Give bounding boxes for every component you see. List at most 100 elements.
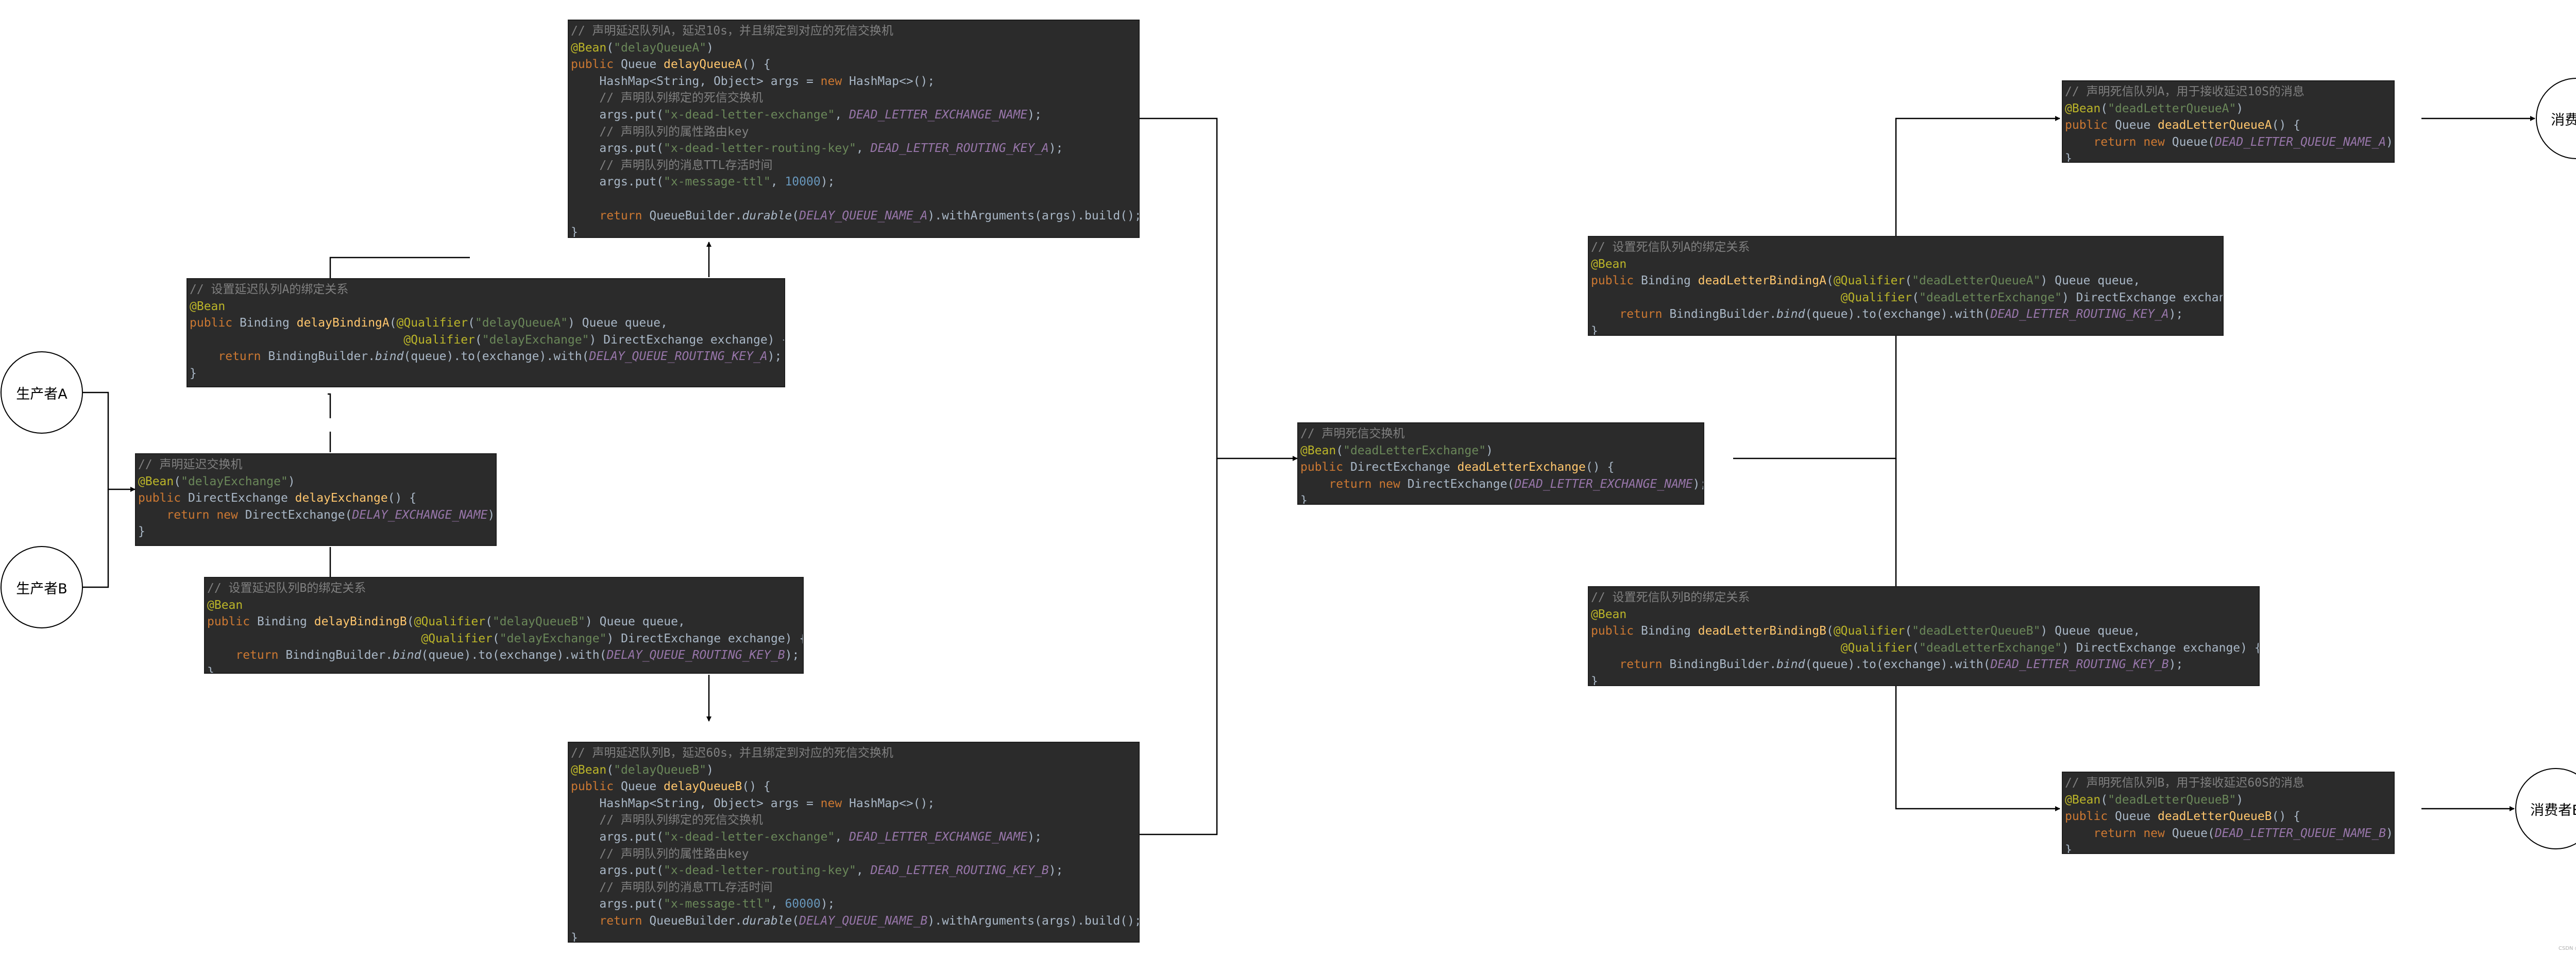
code-line: // 声明延迟队列B，延迟60s，并且绑定到对应的死信交换机: [571, 745, 1137, 762]
code-token: "delayQueueA": [614, 41, 707, 55]
code-token: // 声明队列的消息TTL存活时间: [571, 880, 773, 894]
code-token: HashMap<String, Object> args =: [571, 74, 821, 88]
code-token: "deadLetterQueueA": [1912, 274, 2041, 288]
code-token: ): [2236, 793, 2244, 807]
code-token: (queue).to(exchange).with(: [421, 648, 607, 662]
code-token: Binding: [257, 615, 314, 629]
code-token: @Bean: [571, 763, 607, 777]
code-token: public: [2065, 810, 2115, 824]
code-line: }: [571, 224, 1137, 237]
code-token: }: [1591, 324, 1598, 336]
code-token: // 声明延迟交换机: [138, 458, 243, 471]
code-token: "x-dead-letter-routing-key": [664, 142, 856, 156]
code-line: return BindingBuilder.bind(queue).to(exc…: [207, 647, 801, 664]
code-token: }: [1591, 674, 1598, 686]
code-block-delay-queue-b: // 声明延迟队列B，延迟60s，并且绑定到对应的死信交换机@Bean("del…: [568, 742, 1140, 943]
code-token: new: [820, 796, 850, 810]
code-token: public: [190, 316, 240, 330]
code-line: }: [190, 365, 782, 382]
code-token: args.put(: [571, 864, 664, 878]
code-token: public: [1591, 624, 1641, 638]
code-token: HashMap<String, Object> args =: [571, 796, 821, 810]
code-token: );: [1692, 477, 1703, 491]
code-token: (: [1912, 641, 1919, 655]
code-token: );: [487, 508, 496, 522]
code-token: DEAD_LETTER_EXCHANGE_NAME: [849, 830, 1028, 844]
code-line: public Binding deadLetterBindingA(@Quali…: [1591, 272, 2221, 289]
code-token: delayExchange: [295, 491, 388, 505]
code-token: deadLetterBindingA: [1698, 274, 1826, 288]
code-token: ).withArguments(args).build();: [927, 209, 1140, 223]
code-token: "delayExchange": [181, 474, 288, 488]
code-token: );: [1048, 864, 1063, 878]
code-line: @Bean: [190, 298, 782, 315]
code-token: @Qualifier: [403, 333, 475, 347]
code-token: @Qualifier: [1840, 291, 1912, 304]
code-line: @Qualifier("deadLetterExchange") DirectE…: [1591, 289, 2223, 306]
code-token: (: [485, 615, 493, 629]
code-token: DEAD_LETTER_QUEUE_NAME_A: [2214, 135, 2386, 149]
code-token: (: [606, 41, 614, 55]
code-line: args.put("x-dead-letter-exchange", DEAD_…: [571, 829, 1137, 846]
code-token: durable: [742, 914, 792, 928]
code-token: @Bean: [1300, 443, 1336, 457]
code-token: "deadLetterQueueB": [2108, 793, 2236, 807]
code-token: DirectExchange(: [1407, 477, 1515, 491]
edge-binding-a-top-stub: [329, 257, 470, 278]
code-token: }: [1300, 494, 1308, 505]
code-token: DirectExchange(: [245, 508, 352, 522]
code-token: // 声明队列绑定的死信交换机: [571, 91, 763, 105]
code-token: return: [190, 350, 268, 364]
code-token: );: [2168, 308, 2183, 321]
code-token: 10000: [785, 175, 821, 189]
code-line: // 声明死信队列B，用于接收延迟60S的消息: [2065, 775, 2392, 792]
code-token: (queue).to(exchange).with(: [1805, 658, 1991, 672]
code-token: (: [468, 316, 475, 330]
code-token: );: [785, 648, 800, 662]
code-token: public: [1591, 274, 1641, 288]
code-token: "x-dead-letter-exchange": [664, 830, 835, 844]
code-line: return BindingBuilder.bind(queue).to(exc…: [190, 348, 782, 365]
code-line: public Queue deadLetterQueueB() {: [2065, 808, 2392, 825]
code-line: }: [2065, 150, 2392, 162]
code-token: [207, 632, 421, 645]
code-line: }: [138, 523, 494, 540]
code-token: deadLetterExchange: [1457, 460, 1586, 474]
code-token: DELAY_QUEUE_NAME_B: [799, 914, 928, 928]
code-token: () {: [2272, 810, 2300, 824]
code-token: public: [571, 780, 621, 794]
code-token: DEAD_LETTER_EXCHANGE_NAME: [849, 108, 1028, 122]
code-token: // 声明死信队列B，用于接收延迟60S的消息: [2065, 776, 2304, 790]
code-token: ,: [835, 830, 850, 844]
code-token: return new: [1300, 477, 1408, 491]
code-token: "delayExchange": [499, 631, 607, 645]
code-line: // 声明队列的消息TTL存活时间: [571, 879, 1137, 896]
code-token: @Qualifier: [1833, 624, 1905, 638]
code-line: @Bean: [1591, 606, 2257, 623]
code-line: }: [1591, 673, 2257, 686]
code-token: HashMap<>();: [849, 74, 935, 88]
code-line: return BindingBuilder.bind(queue).to(exc…: [1591, 656, 2257, 673]
code-token: // 声明队列绑定的死信交换机: [571, 813, 763, 827]
code-line: return QueueBuilder.durable(DELAY_QUEUE_…: [571, 208, 1140, 225]
code-token: @Bean: [207, 598, 243, 612]
code-token: ) Queue queue,: [2040, 274, 2141, 288]
code-line: public DirectExchange delayExchange() {: [138, 490, 494, 507]
code-block-dead-letter-queue-a: // 声明死信队列A，用于接收延迟10S的消息@Bean("deadLetter…: [2062, 80, 2395, 163]
code-token: return: [207, 648, 286, 662]
code-token: // 设置死信队列B的绑定关系: [1591, 591, 1750, 604]
code-line: }: [207, 664, 801, 673]
code-token: DEAD_LETTER_EXCHANGE_NAME: [1514, 477, 1693, 491]
code-token: @Bean: [571, 41, 607, 55]
code-token: BindingBuilder.: [1669, 658, 1777, 672]
code-line: }: [2065, 842, 2392, 853]
code-block-delay-queue-a: // 声明延迟队列A，延迟10s，并且绑定到对应的死信交换机@Bean("del…: [568, 20, 1140, 238]
code-token: );: [820, 175, 835, 189]
code-line: return new DirectExchange(DEAD_LETTER_EX…: [1300, 476, 1703, 493]
code-line: @Bean("delayExchange"): [138, 473, 494, 490]
code-token: @Qualifier: [421, 631, 493, 645]
code-token: return new: [2065, 135, 2172, 149]
code-line: args.put("x-message-ttl", 10000);: [571, 174, 1137, 191]
code-token: bind: [1776, 308, 1805, 321]
